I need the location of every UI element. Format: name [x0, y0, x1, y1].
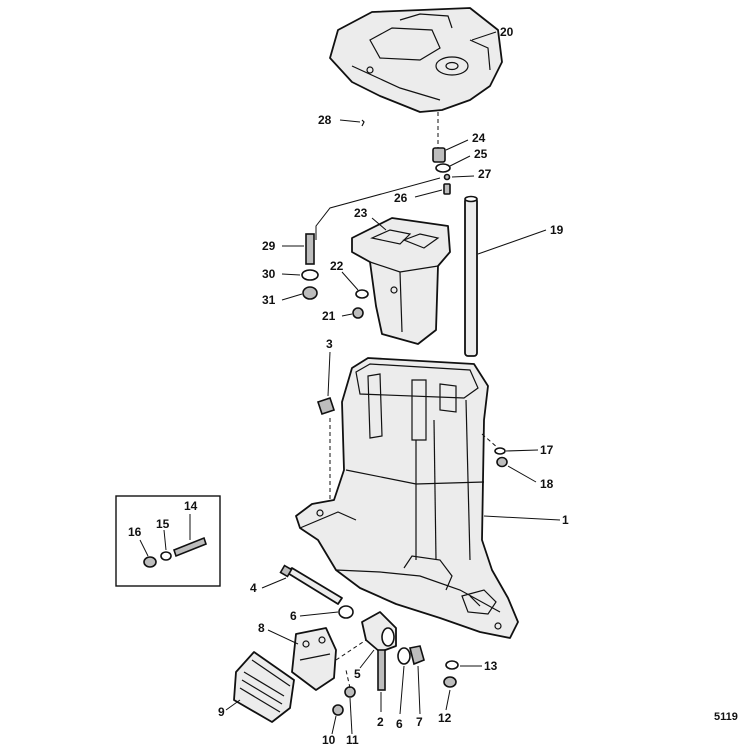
- callout-31: 31: [262, 293, 276, 307]
- callout-17: 17: [540, 443, 554, 457]
- callout-5: 5: [354, 667, 361, 681]
- bracket-part-8[interactable]: [291, 627, 337, 691]
- nut-part-16[interactable]: [143, 556, 157, 568]
- fitting-part-28[interactable]: [361, 119, 365, 127]
- screw-part-26[interactable]: [443, 183, 451, 195]
- callout-11: 11: [346, 733, 359, 747]
- callout-14: 14: [184, 499, 198, 513]
- nut-part-12[interactable]: [443, 676, 457, 688]
- nut-part-31[interactable]: [302, 286, 318, 300]
- callout-30: 30: [262, 267, 276, 281]
- callout-12: 12: [438, 711, 452, 725]
- callout-1: 1: [562, 513, 569, 527]
- figure-number: 5119: [714, 711, 738, 723]
- pin-part-27[interactable]: [443, 173, 451, 181]
- callout-13: 13: [484, 659, 498, 673]
- washer-part-25[interactable]: [435, 163, 451, 173]
- leader-lines: [139, 31, 561, 735]
- callout-15: 15: [156, 517, 170, 531]
- callout-18: 18: [540, 477, 554, 491]
- callout-4: 4: [250, 581, 257, 595]
- callout-16: 16: [128, 525, 142, 539]
- nut-part-7[interactable]: [409, 645, 425, 666]
- washer-part-13[interactable]: [445, 660, 459, 670]
- callout-29: 29: [262, 239, 276, 253]
- callout-27: 27: [478, 167, 492, 181]
- callout-10: 10: [322, 733, 336, 747]
- bolt-part-4[interactable]: [279, 564, 343, 605]
- callout-21: 21: [322, 309, 336, 323]
- screw-part-21[interactable]: [352, 307, 364, 319]
- callout-20: 20: [500, 25, 514, 39]
- washer-part-17[interactable]: [494, 447, 506, 455]
- plug-part-18[interactable]: [496, 456, 508, 468]
- callout-26: 26: [394, 191, 408, 205]
- exhaust-tube-part-23[interactable]: [351, 217, 451, 345]
- callout-23: 23: [354, 206, 368, 220]
- callout-24: 24: [472, 131, 486, 145]
- callout-3: 3: [326, 337, 333, 351]
- screw-part-10[interactable]: [332, 704, 344, 716]
- water-tube-part-19[interactable]: [464, 195, 478, 357]
- stud-part-2[interactable]: [377, 649, 386, 691]
- callout-22: 22: [330, 259, 344, 273]
- callout-9: 9: [218, 705, 225, 719]
- callout-6-lower: 6: [396, 717, 403, 731]
- callout-6-upper: 6: [290, 609, 297, 623]
- grommet-part-3[interactable]: [316, 396, 336, 416]
- callout-7: 7: [416, 715, 423, 729]
- stud-part-29[interactable]: [305, 233, 315, 265]
- cylinder-part-5[interactable]: [361, 611, 397, 653]
- driveshaft-housing-part-1[interactable]: [295, 357, 519, 639]
- callout-8: 8: [258, 621, 265, 635]
- stud-part-14[interactable]: [173, 536, 207, 558]
- washer-part-22[interactable]: [355, 289, 369, 299]
- nut-part-11[interactable]: [344, 686, 356, 698]
- washer-part-15[interactable]: [160, 551, 172, 561]
- washer-part-6-upper[interactable]: [338, 605, 354, 619]
- adapter-plate-part-20[interactable]: [329, 7, 503, 113]
- bushing-part-24[interactable]: [432, 147, 446, 163]
- washer-part-30[interactable]: [301, 269, 319, 281]
- callout-25: 25: [474, 147, 488, 161]
- callout-28: 28: [318, 113, 332, 127]
- grille-plate-part-9[interactable]: [233, 651, 295, 723]
- washer-part-6-lower[interactable]: [397, 647, 411, 665]
- callout-labels: 20 28 24 25 27 26 23 19 29 22 30 31 21 3…: [128, 25, 569, 747]
- callout-2: 2: [377, 715, 384, 729]
- callout-19: 19: [550, 223, 564, 237]
- inset-detail-box: [115, 495, 221, 587]
